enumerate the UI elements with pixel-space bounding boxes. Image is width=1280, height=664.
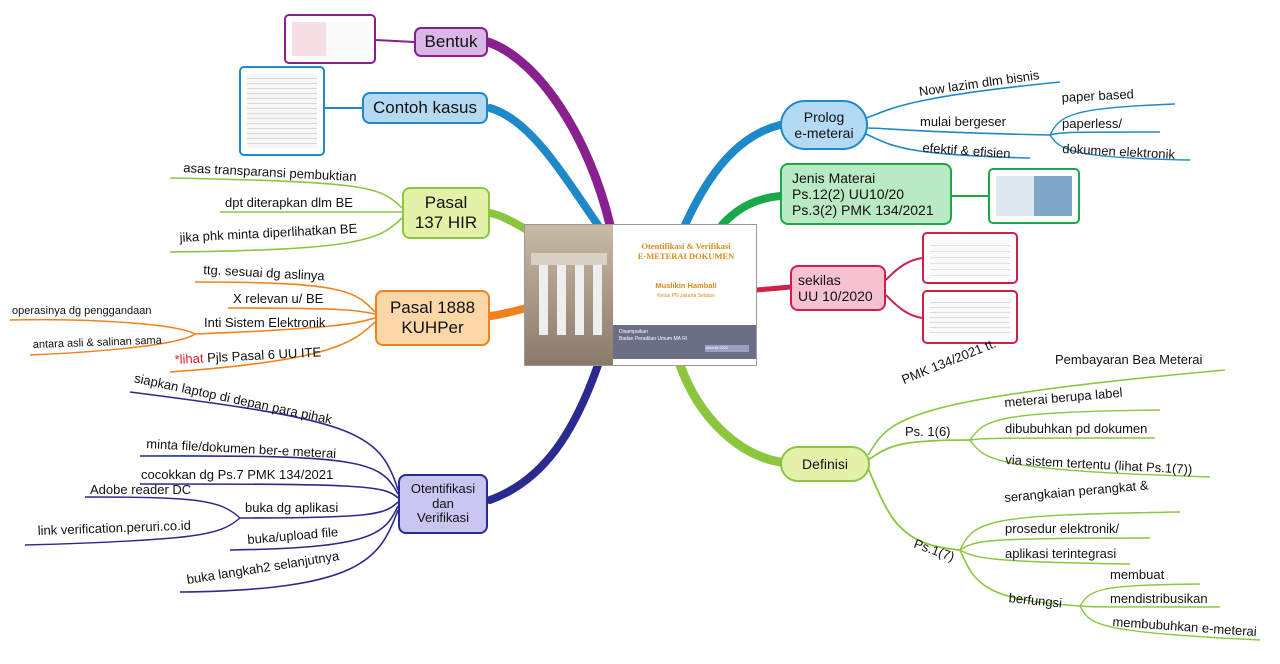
central-org: Ketua PN Jakarta Selatan (657, 293, 715, 299)
label-membuat: membuat (1110, 567, 1165, 582)
branch-sekilas (753, 284, 793, 293)
thumb-sekilas-1[interactable] (922, 232, 1018, 284)
branch-137 (486, 209, 531, 234)
node-otentifikasi[interactable]: Otentifikasi dan Verifikasi (398, 474, 488, 534)
central-slide: Otentifikasi & Verifikasi E-METERAI DOKU… (525, 225, 756, 365)
label-inti-sistem: Inti Sistem Elektronik (204, 315, 326, 330)
thumb-bentuk[interactable] (284, 14, 376, 64)
branch-bentuk (483, 37, 615, 230)
node-prolog[interactable]: Prolog e-meterai (780, 100, 868, 150)
label-paperless: paperless/ (1062, 116, 1122, 131)
node-bentuk[interactable]: Bentuk (414, 27, 488, 57)
node-sekilas[interactable]: sekilas UU 10/2020 (790, 265, 886, 311)
node-pasal-137[interactable]: Pasal 137 HIR (402, 187, 490, 239)
thumb-sekilas-2[interactable] (922, 290, 1018, 344)
branch-oten (486, 361, 602, 504)
note-prefix: *lihat (174, 350, 204, 367)
label-cocokkan: cocokkan dg Ps.7 PMK 134/2021 (141, 467, 334, 482)
label-aplikasi: aplikasi terintegrasi (1005, 546, 1117, 561)
label-ps-16: Ps. 1(6) (905, 424, 951, 439)
label-dibubuhkan: dibubuhkan pd dokumen (1005, 421, 1148, 436)
central-author: Muslikin Hambali (655, 281, 717, 290)
label-pembayaran: Pembayaran Bea Meterai (1055, 352, 1203, 367)
label-x-relevan: X relevan u/ BE (233, 291, 324, 306)
branch-1888 (486, 304, 531, 320)
node-jenis-materai[interactable]: Jenis Materai Ps.12(2) UU10/20 Ps.3(2) P… (780, 163, 952, 225)
label-adobe-reader: Adobe reader DC (90, 482, 192, 497)
label-prosedur: prosedur elektronik/ (1005, 521, 1120, 536)
central-footer-text: Disampaikan Badan Peradilan Umum MA RI (619, 329, 688, 342)
label-mulai-bergeser: mulai bergeser (920, 114, 1006, 129)
thumb-contoh-kasus[interactable] (239, 66, 325, 156)
branch-contoh (486, 104, 604, 232)
branch-jenis (718, 192, 784, 229)
central-title: Otentifikasi & Verifikasi E-METERAI DOKU… (637, 241, 735, 262)
courthouse-photo (525, 225, 613, 365)
label-dpt-diterapkan: dpt diterapkan dlm BE (225, 195, 353, 210)
central-footer-bar (613, 325, 756, 359)
node-definisi[interactable]: Definisi (780, 446, 870, 482)
branch-prolog (681, 121, 784, 229)
node-contoh-kasus[interactable]: Contoh kasus (362, 92, 488, 124)
central-footer-tag: Jakarta 2022 (705, 345, 749, 352)
label-mendistribusikan: mendistribusikan (1110, 591, 1208, 606)
node-pasal-1888[interactable]: Pasal 1888 KUHPer (375, 290, 490, 346)
label-operasinya: operasinya dg penggandaan (12, 305, 152, 317)
label-buka-aplikasi: buka dg aplikasi (245, 500, 339, 515)
thumb-jenis-materai[interactable] (988, 168, 1080, 224)
branch-definisi (675, 360, 785, 467)
